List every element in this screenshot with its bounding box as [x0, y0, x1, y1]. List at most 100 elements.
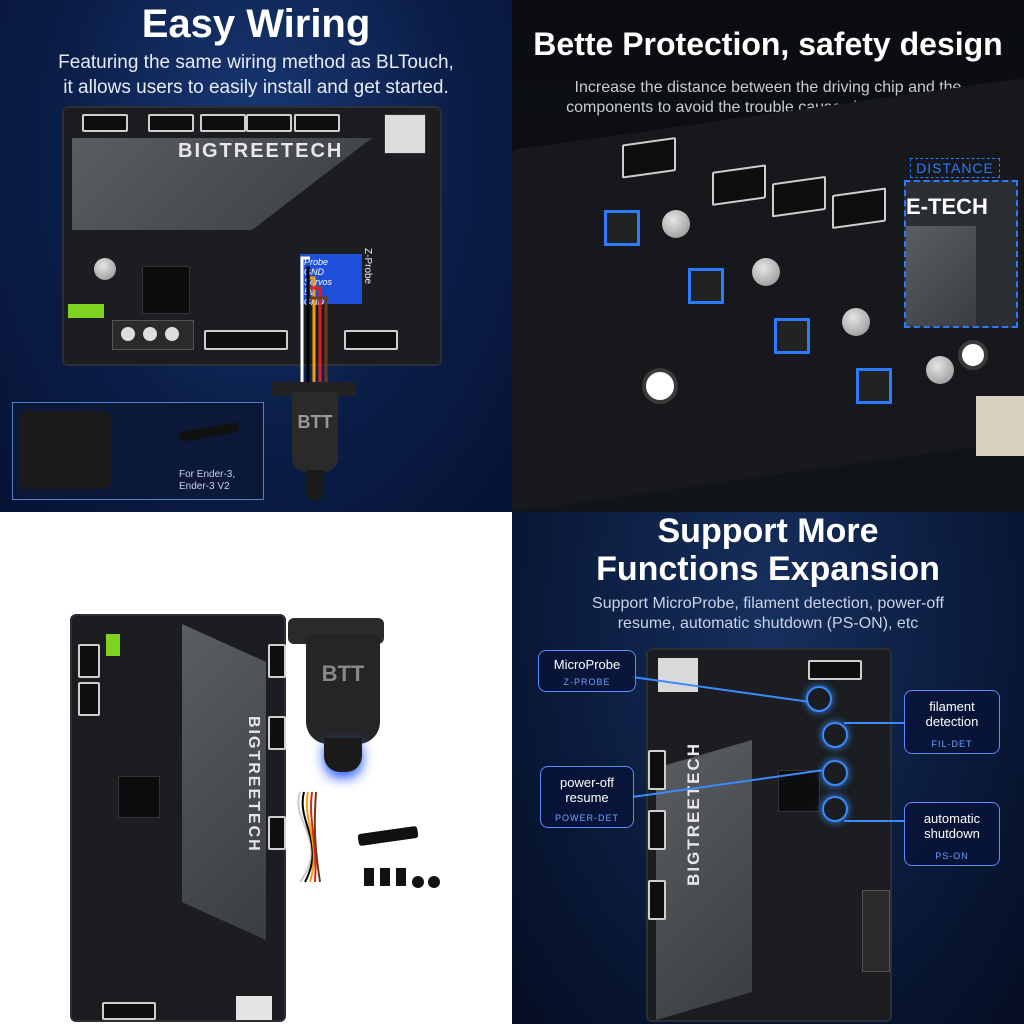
mainboard: BIGTREETECH Probe GND Servos 5V GND Z-Pr… [62, 106, 442, 366]
connector [78, 682, 100, 716]
callout-power-off: power-off resume POWER-DET [540, 766, 634, 828]
inset-caption-line1: For Ender-3, [179, 469, 236, 480]
cable-wire [305, 791, 315, 883]
callout-power-off-label: power-off resume [560, 775, 614, 805]
wire [310, 296, 328, 384]
mainboard: BIGTREETECH [646, 648, 892, 1022]
cable-wire [301, 791, 314, 883]
probe-tip [324, 738, 362, 772]
fan-connector [148, 114, 194, 132]
panel1-subtitle-line1: Featuring the same wiring method as BLTo… [58, 52, 454, 73]
connector [648, 880, 666, 920]
fan-connector [82, 114, 128, 132]
panel4-title: Support More Functions Expansion [512, 512, 1024, 588]
microprobe-body: BTT [292, 392, 338, 472]
cable-bundle [297, 791, 321, 883]
ender3-inset: For Ender-3, Ender-3 V2 [12, 402, 264, 500]
microprobe-body: BTT [306, 634, 380, 744]
wire [310, 276, 316, 384]
fuse [106, 634, 120, 656]
zprobe-port-label: Z-Probe [362, 248, 373, 285]
mcu-chip [118, 776, 160, 818]
power-terminal [112, 320, 194, 350]
connector-row [204, 330, 288, 350]
fan-connector [246, 114, 292, 132]
mainboard: BIGTREETECH [70, 614, 286, 1022]
mcu-chip [778, 770, 820, 812]
heatsink [182, 624, 266, 940]
driver-chip-highlight [856, 368, 892, 404]
connector [268, 644, 286, 678]
pin-gnd: GND [304, 267, 324, 277]
capacitor [752, 258, 780, 286]
inset-caption-line2: Ender-3 V2 [179, 481, 230, 492]
callout-shutdown-label: automatic shutdown [923, 811, 981, 841]
connector [102, 1002, 156, 1020]
distance-label: DISTANCE [910, 158, 1000, 178]
callout-power-off-tag: POWER-DET [555, 813, 619, 823]
wire [300, 256, 310, 384]
callout-shutdown: automatic shutdown PS-ON [904, 802, 1000, 866]
zprobe-port-highlight [806, 686, 832, 712]
panel4-title-line1: Support More [657, 512, 879, 550]
panel1-subtitle: Featuring the same wiring method as BLTo… [0, 50, 512, 100]
pin-servos: Servos [304, 277, 333, 287]
panel4-subtitle: Support MicroProbe, filament detection, … [512, 594, 1024, 634]
connector [648, 750, 666, 790]
callout-filament-label: filament detection [925, 699, 979, 729]
brand-logo: BIGTREETECH [245, 716, 262, 853]
sd-slot [236, 996, 272, 1020]
connector [808, 660, 862, 680]
cable-wire [313, 791, 321, 883]
wire [310, 286, 322, 384]
connector-row [344, 330, 398, 350]
panel4-subtitle-line1: Support MicroProbe, filament detection, … [592, 595, 944, 612]
connector [268, 816, 286, 850]
callout-shutdown-tag: PS-ON [935, 851, 969, 861]
extruder-photo [19, 411, 111, 489]
probe-tip [306, 470, 324, 500]
capacitor [662, 210, 690, 238]
callout-microprobe-tag: Z-PROBE [563, 677, 611, 687]
driver-chip-highlight [688, 268, 724, 304]
panel1-subtitle-line2: it allows users to easily install and ge… [63, 77, 449, 98]
power-det-port-highlight [822, 760, 848, 786]
stepper-connector [772, 175, 826, 218]
stepper-connector [832, 187, 886, 230]
package-contents-panel: BIGTREETECH BTT [0, 512, 512, 1024]
panel2-subtitle-line1: Increase the distance between the drivin… [574, 79, 962, 96]
fuse [68, 304, 104, 318]
capacitor [842, 308, 870, 336]
bracket-icon [178, 421, 240, 443]
protection-panel: Bette Protection, safety design Increase… [512, 0, 1024, 512]
easy-wiring-panel: Easy Wiring Featuring the same wiring me… [0, 0, 512, 512]
ps-on-port-highlight [822, 796, 848, 822]
panel4-title-line2: Functions Expansion [596, 550, 940, 588]
mount-hole [642, 368, 678, 404]
distance-zoom-box: E-TECH [904, 180, 1018, 328]
sd-slot [976, 396, 1024, 456]
cable-wire [297, 791, 313, 883]
fan-connector [294, 114, 340, 132]
fan-connector [200, 114, 246, 132]
brand-fragment: E-TECH [906, 194, 988, 219]
panel4-subtitle-line2: resume, automatic shutdown (PS-ON), etc [617, 615, 919, 632]
brand-logo: BIGTREETECH [684, 742, 703, 886]
callout-microprobe: MicroProbe Z-PROBE [538, 650, 636, 692]
filament-port-highlight [822, 722, 848, 748]
sd-slot [658, 658, 698, 692]
capacitor [94, 258, 116, 280]
inset-caption: For Ender-3, Ender-3 V2 [179, 469, 235, 493]
stepper-connector [622, 136, 676, 179]
power-terminal [862, 890, 890, 972]
pin-5v: 5V [304, 287, 316, 297]
brand-logo: BIGTREETECH [178, 140, 344, 162]
callout-line [844, 820, 904, 822]
panel1-title: Easy Wiring [141, 2, 371, 46]
driver-chip-highlight [774, 318, 810, 354]
driver-chip-highlight [604, 210, 640, 246]
screws [364, 862, 444, 892]
functions-panel: Support More Functions Expansion Support… [512, 512, 1024, 1024]
probe-wire-harness [300, 256, 328, 384]
